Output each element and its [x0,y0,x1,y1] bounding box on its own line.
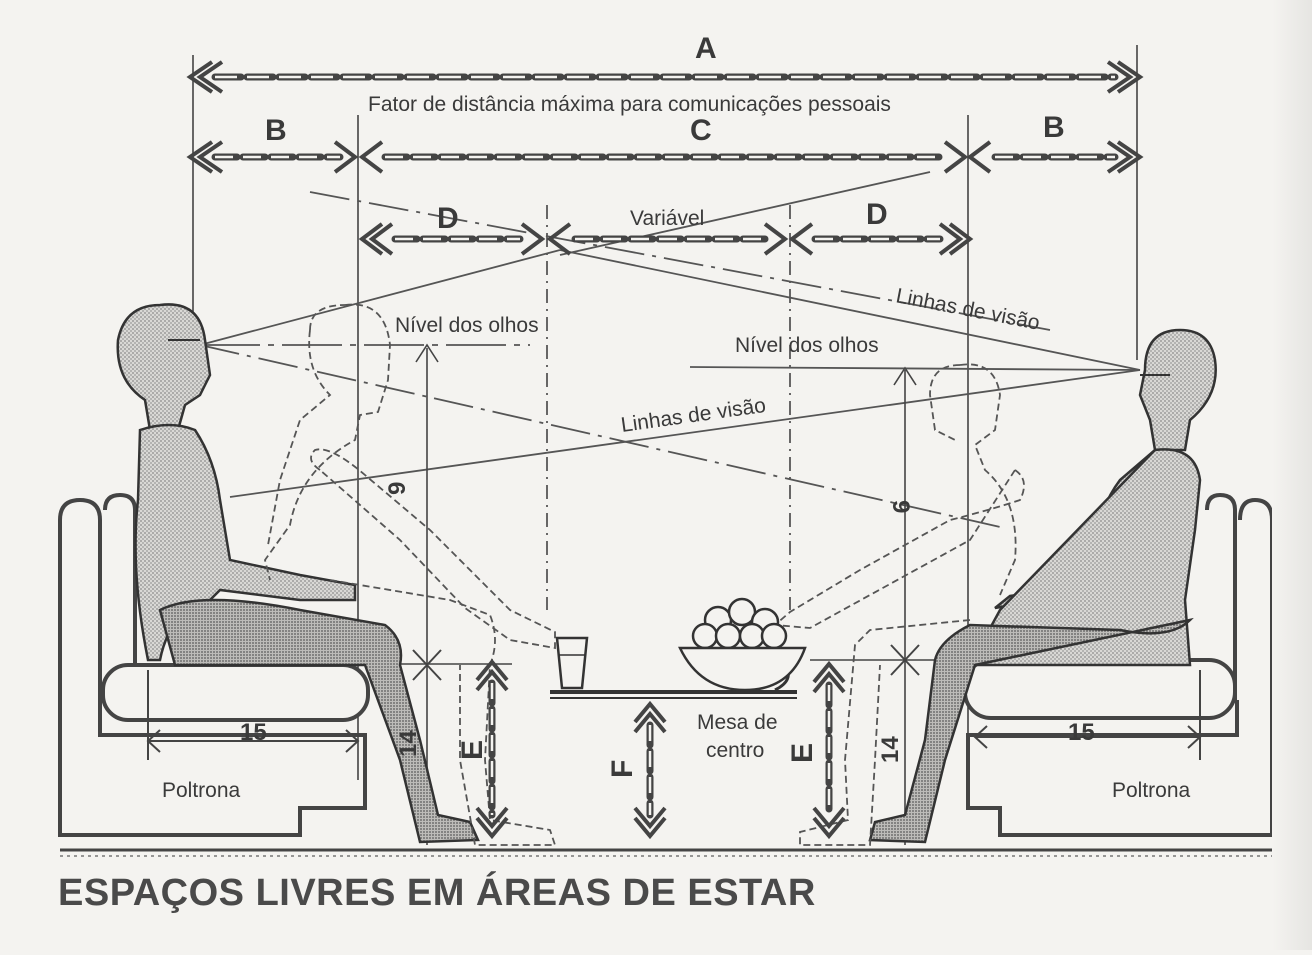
dimension-15-left-label: 15 [240,719,267,746]
left-seated-person [116,303,480,844]
dimension-b-c-row: B C B [186,111,1144,174]
left-leaning-person [264,303,557,846]
max-distance-caption: Fator de distância máxima para comunicaç… [368,93,891,116]
dimension-c-label: C [690,114,712,147]
dimension-15-left [146,670,360,760]
dimension-e-left-label: E [456,740,489,760]
page-title: ESPAÇOS LIVRES EM ÁREAS DE ESTAR [58,872,816,914]
dimension-d-right-label: D [866,198,888,231]
glass [555,636,589,690]
left-armchair [58,492,370,837]
floor-line [60,848,1275,857]
coffee-table-caption-line2: centro [706,739,764,762]
fruit-bowl [678,597,807,692]
dimension-e-right [812,660,846,840]
sight-lines-caption-middle: Linhas de visão [619,394,767,437]
dimension-e-right-label: E [786,743,819,763]
dimension-a-label: A [695,32,717,65]
dimension-14-left-label: 14 [395,730,422,757]
dimension-e-left [475,658,509,840]
right-armchair [963,492,1274,837]
dimension-14-right-label: 14 [877,736,904,763]
eye-level-caption-right: Nível dos olhos [735,334,879,357]
dimension-d-left-label: D [437,202,459,235]
dimension-f [633,700,667,840]
right-leaning-person [772,363,1025,846]
dimension-9-left-label: 9 [384,482,411,495]
armchair-caption-right: Poltrona [1112,779,1191,802]
dimension-a: A [186,32,1144,94]
dimension-b-right-label: B [1043,111,1065,144]
armchair-caption-left: Poltrona [162,779,241,802]
coffee-table-caption-line1: Mesa de [697,711,778,734]
dimension-9-right-label: 9 [887,500,914,513]
sight-lines [199,171,1141,528]
dimension-15-right-label: 15 [1068,719,1095,746]
page-edge-shadow [1272,0,1312,950]
dimension-d-row: D D [358,198,974,256]
dimension-15-right [973,670,1202,760]
eye-level-caption-left: Nível dos olhos [395,314,539,337]
dimension-f-label: F [606,760,639,778]
dimension-b-left-label: B [265,114,287,147]
right-seated-person [868,328,1217,844]
variable-caption: Variável [630,207,704,230]
